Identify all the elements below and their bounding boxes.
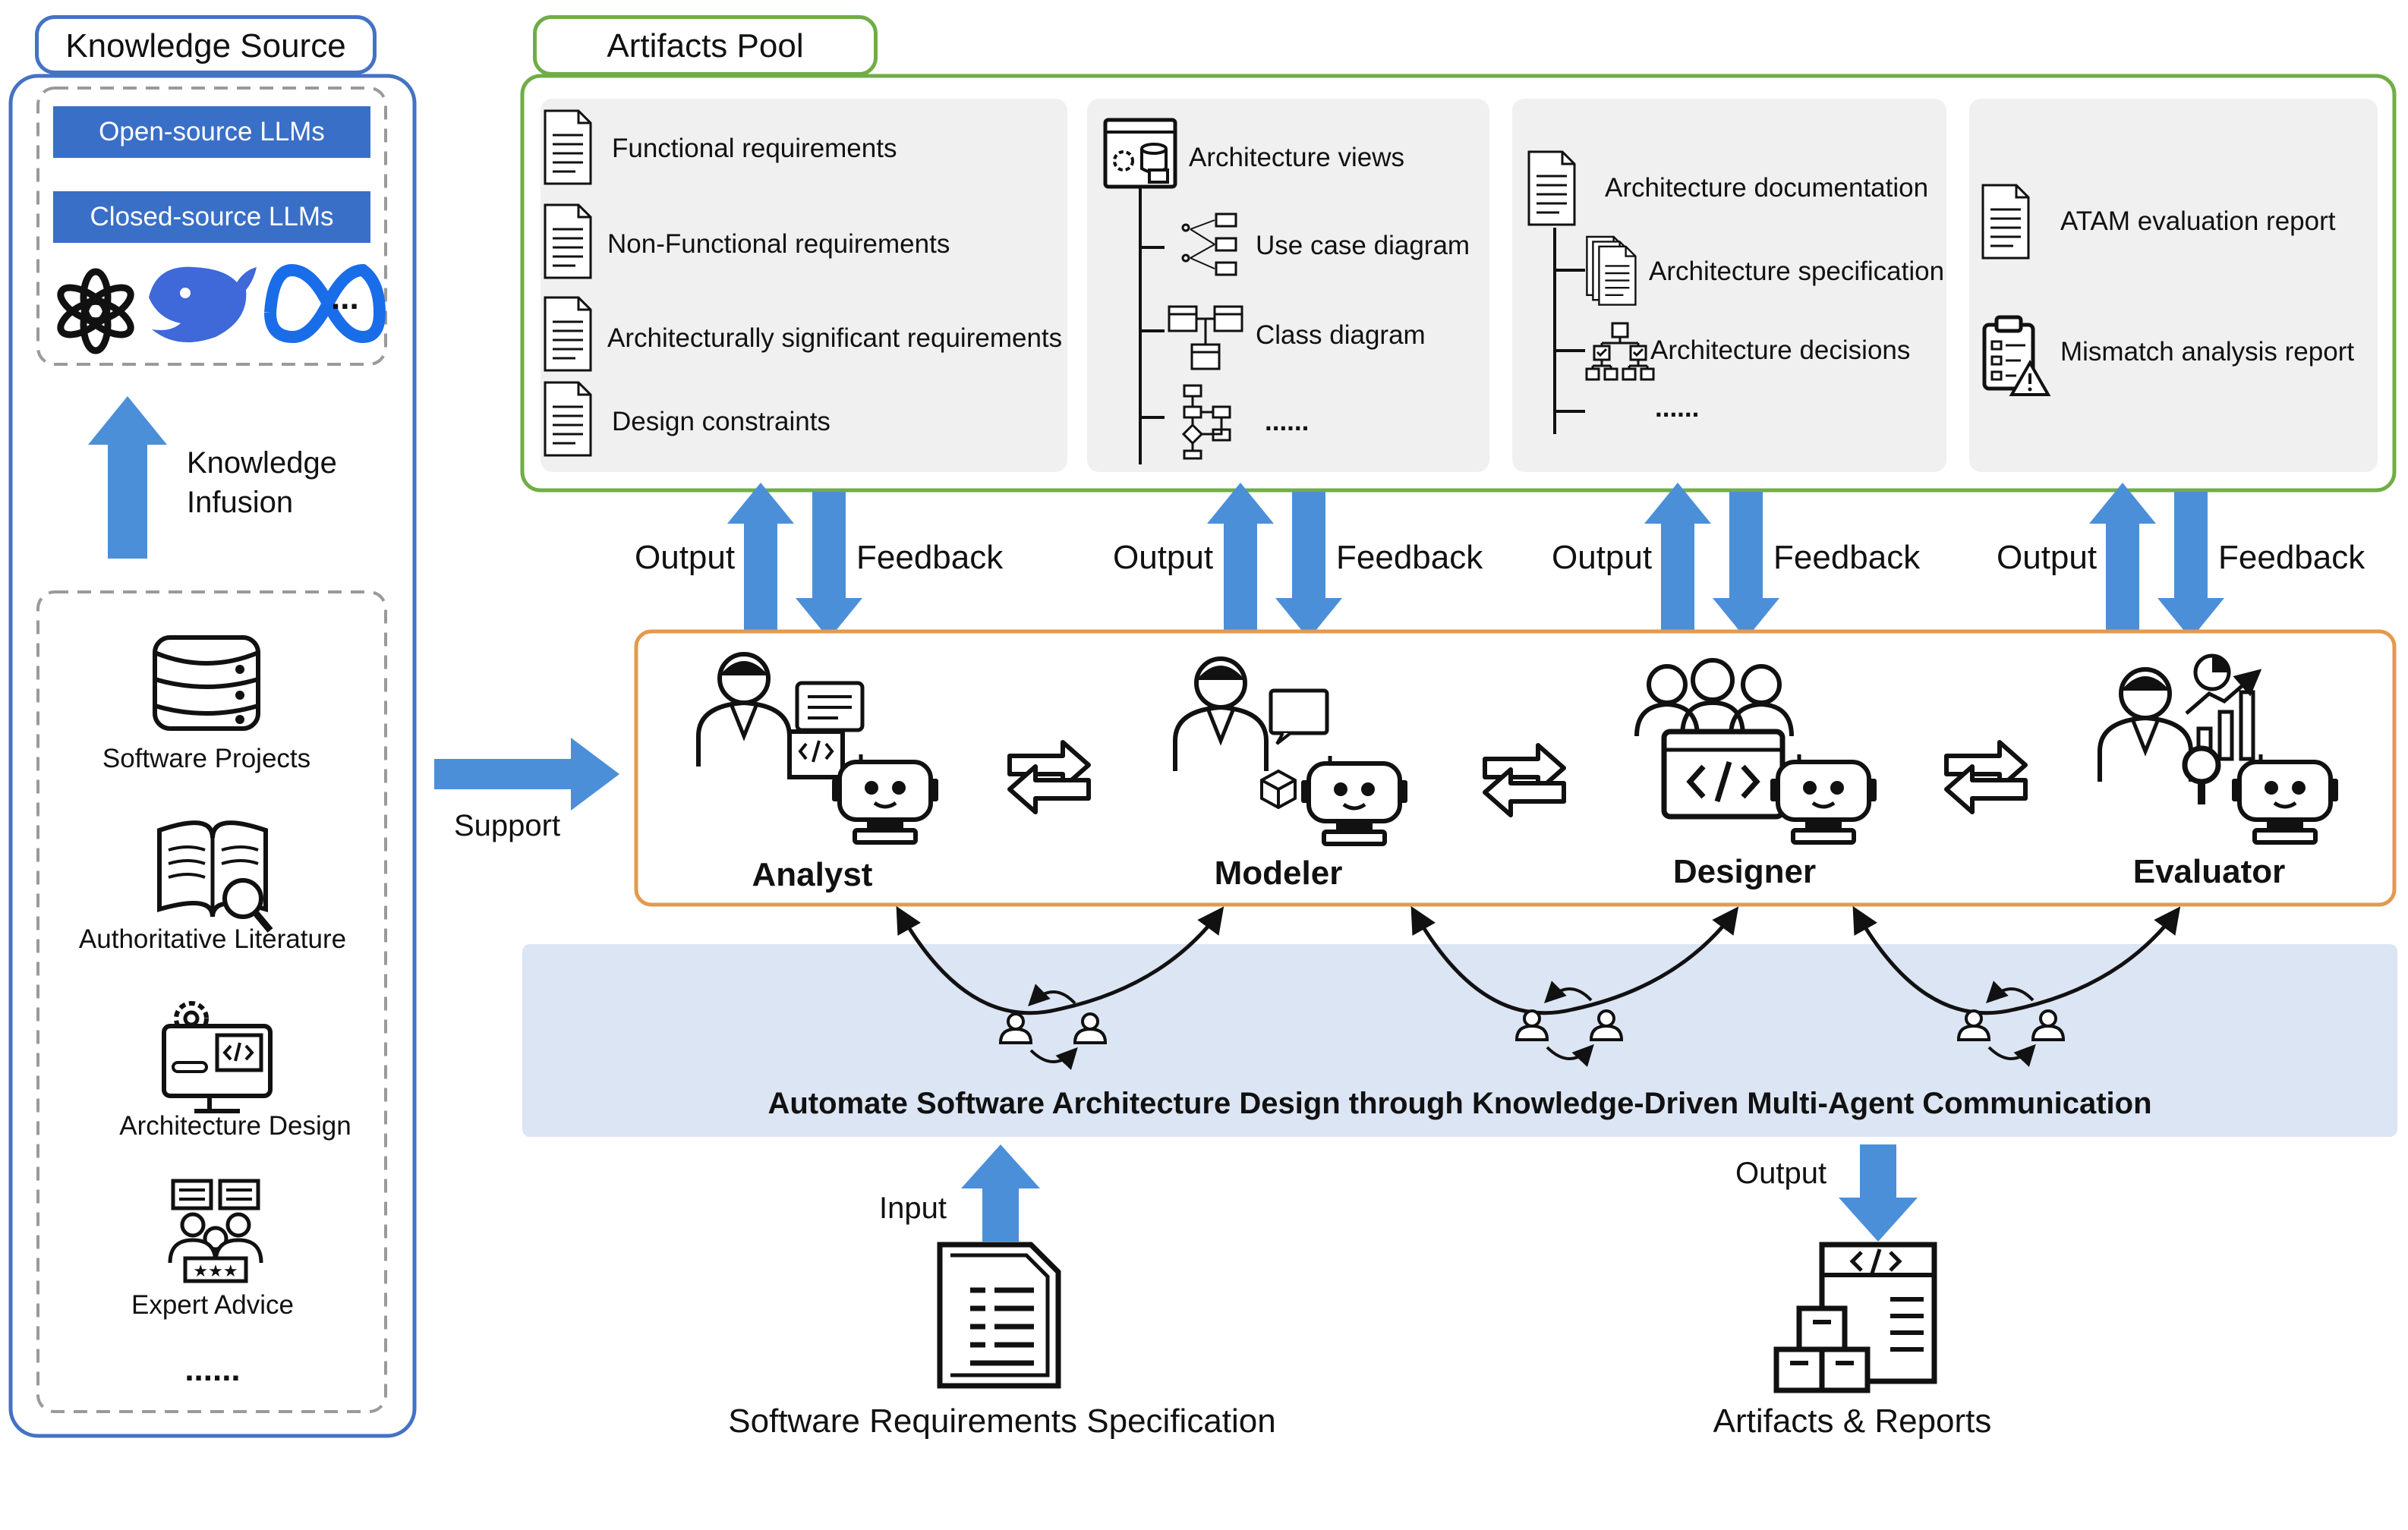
llm-more-label: ...: [331, 279, 359, 316]
artifacts-pool-title: Artifacts Pool: [607, 27, 804, 65]
artifacts-reports-label: Artifacts & Reports: [1713, 1402, 1992, 1440]
knowledge-infusion-label: Knowledge Infusion: [187, 446, 337, 519]
use-case-diagram-label: Use case diagram: [1256, 231, 1470, 260]
decision-tree-icon: [1585, 322, 1655, 381]
artifacts-reports-icon: [1773, 1242, 1937, 1393]
architecture-views-icon: [1103, 118, 1177, 189]
communication-arcs: [896, 905, 2181, 1015]
asr-label: Architecturally significant requirements: [607, 323, 1063, 353]
architecture-documentation-label: Architecture documentation: [1605, 173, 1929, 203]
class-diagram-label: Class diagram: [1256, 320, 1426, 350]
designer-output-arrow: [1644, 483, 1711, 630]
documentation-more-label: ......: [1655, 393, 1700, 423]
knowledge-infusion-arrow: [88, 396, 167, 559]
evaluator-output-arrow: [2089, 483, 2156, 630]
analyst-feedback-label: Feedback: [856, 539, 1004, 576]
use-case-diagram-icon: [1181, 212, 1237, 276]
views-more-label: ......: [1265, 407, 1310, 436]
srs-document-icon: [937, 1242, 1061, 1389]
input-arrow: [961, 1144, 1040, 1242]
deepseek-whale-icon: [149, 266, 257, 343]
llm-group-frame: [36, 87, 387, 366]
class-diagram-icon: [1168, 305, 1243, 370]
book-magnifier-icon: [157, 820, 273, 933]
artifacts-pool-title-box: [533, 15, 878, 76]
evaluator-icon: [2100, 653, 2262, 804]
views-tree-lines: [1139, 188, 1165, 464]
evaluator-output-label: Output: [1997, 539, 2098, 576]
document-icon: [544, 109, 592, 185]
document-icon: [1981, 184, 2030, 260]
modeler-feedback-arrow: [1275, 492, 1342, 639]
documentation-panel: [1512, 99, 1946, 472]
openai-logo-icon: [57, 268, 134, 354]
functional-requirements-label: Functional requirements: [612, 134, 897, 163]
evaluator-feedback-arrow: [2157, 492, 2224, 639]
analyst-output-label: Output: [635, 539, 736, 576]
software-projects-label: Software Projects: [102, 744, 311, 773]
mismatch-analysis-report-label: Mismatch analysis report: [2060, 337, 2355, 367]
architecture-views-label: Architecture views: [1189, 143, 1404, 172]
input-label: Input: [879, 1192, 947, 1225]
support-label: Support: [454, 809, 561, 842]
non-functional-requirements-label: Non-Functional requirements: [607, 229, 950, 259]
evaluator-label: Evaluator: [2132, 853, 2286, 890]
open-source-llms-badge: [53, 106, 370, 158]
document-icon: [544, 203, 592, 279]
analyst-icon: [698, 654, 865, 779]
output-bottom-label: Output: [1735, 1157, 1827, 1190]
designer-feedback-arrow: [1713, 492, 1779, 639]
analyst-output-arrow: [727, 483, 794, 630]
srs-label: Software Requirements Specification: [728, 1402, 1276, 1440]
expert-advice-label: Expert Advice: [131, 1290, 294, 1320]
document-icon: [544, 296, 592, 372]
database-icon: [153, 635, 260, 731]
reports-panel: [1969, 99, 2378, 472]
communication-band: [522, 944, 2397, 1137]
analyst-label: Analyst: [752, 856, 873, 893]
output-feedback-arrows: [727, 483, 2224, 639]
clipboard-warning-icon: [1982, 315, 2051, 396]
support-arrow: [434, 738, 619, 811]
modeler-label: Modeler: [1214, 855, 1343, 892]
designer-team-icon: [1634, 658, 1794, 820]
knowledge-sources-frame: [36, 590, 387, 1413]
open-source-llms-label: Open-source LLMs: [99, 117, 325, 146]
documentation-tree-lines: [1553, 228, 1585, 434]
experts-rating-icon: ★★★: [168, 1179, 263, 1283]
designer-feedback-label: Feedback: [1773, 539, 1921, 576]
views-panel: [1087, 99, 1489, 472]
code-monitor-gear-icon: [162, 1001, 273, 1113]
requirements-panel: [541, 99, 1067, 472]
modeler-feedback-label: Feedback: [1336, 539, 1483, 576]
communication-title: Automate Software Architecture Design th…: [767, 1087, 2152, 1120]
atam-evaluation-report-label: ATAM evaluation report: [2060, 206, 2336, 236]
document-icon: [544, 381, 592, 457]
knowledge-source-title-box: [35, 15, 377, 74]
meta-logo-icon: [264, 263, 386, 344]
closed-source-llms-label: Closed-source LLMs: [90, 202, 334, 231]
authoritative-literature-label: Authoritative Literature: [78, 924, 347, 954]
analyst-feedback-arrow: [796, 492, 862, 639]
designer-output-label: Output: [1552, 539, 1653, 576]
design-constraints-label: Design constraints: [612, 407, 831, 436]
svg-text:★★★: ★★★: [193, 1261, 238, 1280]
architecture-decisions-label: Architecture decisions: [1650, 335, 1911, 365]
sources-more-label: ......: [184, 1351, 241, 1388]
knowledge-source-title: Knowledge Source: [65, 27, 346, 65]
evaluator-feedback-label: Feedback: [2218, 539, 2365, 576]
architecture-design-label: Architecture Design: [119, 1111, 351, 1141]
architecture-specification-label: Architecture specification: [1649, 257, 1945, 286]
modeler-output-arrow: [1207, 483, 1274, 630]
flowchart-icon: [1181, 384, 1231, 460]
output-arrow: [1839, 1144, 1918, 1242]
designer-label: Designer: [1672, 853, 1817, 890]
closed-source-llms-badge: [53, 191, 370, 243]
modeler-icon: [1175, 659, 1329, 810]
document-icon: [1527, 150, 1576, 226]
modeler-output-label: Output: [1113, 539, 1214, 576]
